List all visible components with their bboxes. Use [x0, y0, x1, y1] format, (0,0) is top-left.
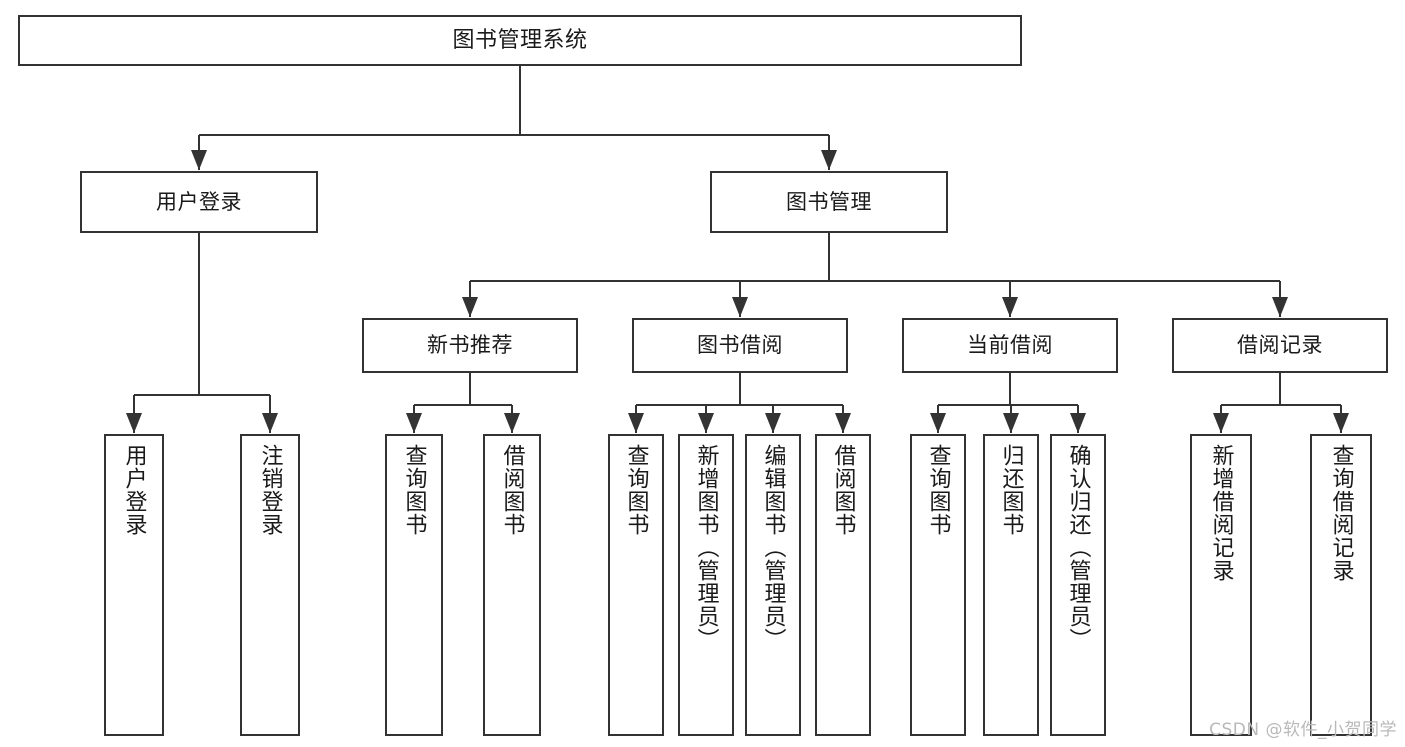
flow-node-newbook[interactable]: 新书推荐 — [362, 318, 578, 373]
flow-node-label: 新书推荐 — [427, 333, 513, 358]
flow-node-l-return[interactable]: 归还图书 — [983, 434, 1039, 736]
flow-node-label: 新增图书（管理员） — [693, 444, 719, 651]
flow-node-label: 用户登录 — [156, 189, 242, 214]
flow-node-login[interactable]: 用户登录 — [80, 171, 318, 233]
flow-node-label: 图书管理 — [786, 189, 872, 214]
flow-node-label: 借阅图书 — [499, 444, 525, 536]
flow-node-l-addrec[interactable]: 新增借阅记录 — [1190, 434, 1252, 736]
flow-node-current[interactable]: 当前借阅 — [902, 318, 1118, 373]
watermark-label: CSDN @软件_小贺同学 — [1209, 720, 1397, 740]
flow-node-l-borrow1[interactable]: 借阅图书 — [483, 434, 541, 736]
flow-node-l-login[interactable]: 用户登录 — [104, 434, 164, 736]
flow-node-bookmgmt[interactable]: 图书管理 — [710, 171, 948, 233]
flow-node-l-query3[interactable]: 查询图书 — [910, 434, 966, 736]
flow-node-l-logout[interactable]: 注销登录 — [240, 434, 300, 736]
flow-node-l-query1[interactable]: 查询图书 — [385, 434, 443, 736]
flow-node-label: 查询图书 — [623, 444, 649, 536]
flow-node-l-query2[interactable]: 查询图书 — [608, 434, 664, 736]
flow-node-label: 图书管理系统 — [452, 27, 588, 53]
flow-node-label: 用户登录 — [121, 444, 147, 536]
flow-node-label: 确认归还（管理员） — [1065, 444, 1091, 651]
flow-node-label: 图书借阅 — [697, 333, 783, 358]
flow-node-borrow[interactable]: 图书借阅 — [632, 318, 848, 373]
flow-node-label: 查询图书 — [401, 444, 427, 536]
flow-node-l-confirm[interactable]: 确认归还（管理员） — [1050, 434, 1106, 736]
flow-node-root[interactable]: 图书管理系统 — [18, 15, 1022, 66]
flow-node-label: 借阅记录 — [1237, 333, 1323, 358]
flow-node-label: 注销登录 — [257, 444, 283, 536]
flow-node-l-borrow2[interactable]: 借阅图书 — [815, 434, 871, 736]
flow-node-label: 当前借阅 — [967, 333, 1053, 358]
flow-node-l-add[interactable]: 新增图书（管理员） — [678, 434, 734, 736]
flow-node-label: 查询图书 — [925, 444, 951, 536]
flow-node-label: 编辑图书（管理员） — [760, 444, 786, 651]
flow-node-l-queryrec[interactable]: 查询借阅记录 — [1310, 434, 1372, 736]
flow-node-l-edit[interactable]: 编辑图书（管理员） — [745, 434, 801, 736]
flow-node-label: 新增借阅记录 — [1208, 444, 1234, 582]
flow-node-label: 查询借阅记录 — [1328, 444, 1354, 582]
flow-node-label: 借阅图书 — [830, 444, 856, 536]
flow-node-records[interactable]: 借阅记录 — [1172, 318, 1388, 373]
flow-node-label: 归还图书 — [998, 444, 1024, 536]
